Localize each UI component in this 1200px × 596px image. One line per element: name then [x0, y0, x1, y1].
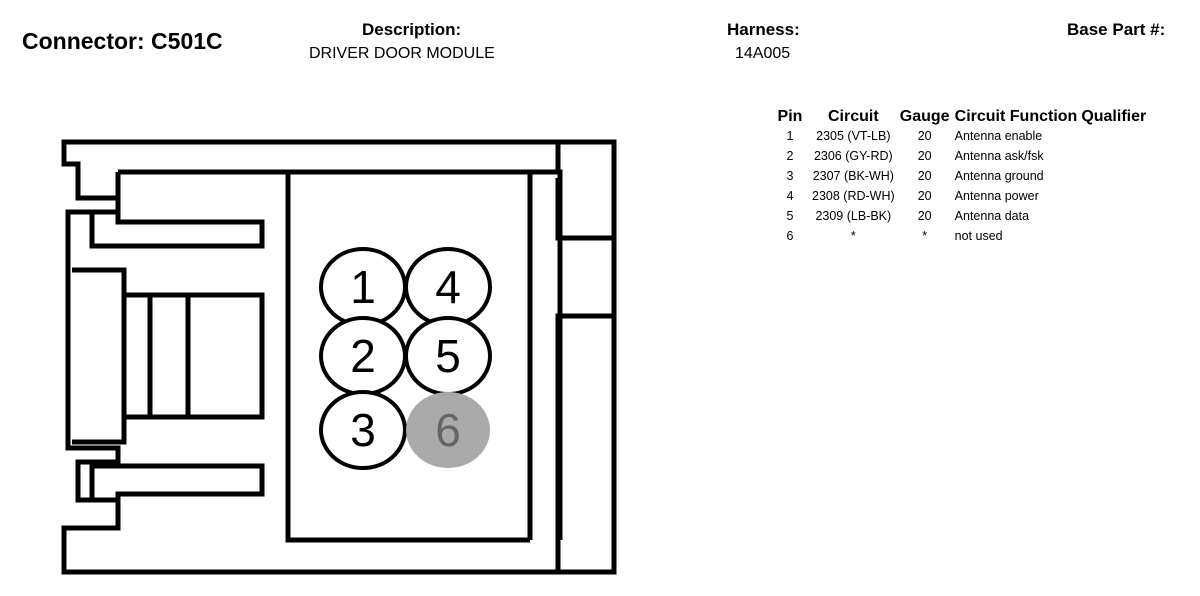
row-function: Antenna ground: [954, 169, 1044, 183]
description-label: Description:: [362, 20, 462, 39]
header-pin: Pin: [777, 108, 803, 125]
row-pin: 6: [786, 229, 794, 243]
description-value: DRIVER DOOR MODULE: [309, 45, 495, 62]
row-circuit: 2306 (GY-RD): [813, 149, 893, 163]
row-circuit: 2307 (BK-WH): [812, 169, 894, 183]
header-circuit-function: Circuit Function: [954, 108, 1078, 125]
row-function: Antenna power: [954, 189, 1039, 203]
harness-value: 14A005: [735, 45, 791, 62]
left-slot-block: [72, 267, 127, 445]
row-gauge: 20: [917, 189, 932, 203]
pin-cavity-3: 3: [319, 390, 407, 470]
base-part-label: Base Part #:: [1067, 20, 1166, 39]
pin-cavity-5: 5: [404, 316, 492, 396]
row-circuit: 2309 (LB-BK): [815, 209, 892, 223]
row-pin: 5: [786, 209, 794, 223]
row-function: Antenna data: [954, 209, 1030, 223]
table-row: 5 2309 (LB-BK) 20 Antenna data: [770, 206, 1148, 226]
row-pin: 3: [786, 169, 794, 183]
harness-label: Harness:: [727, 20, 800, 39]
pin-label: 2: [350, 330, 376, 382]
top-inner-ledge: [118, 142, 561, 175]
pin-circle: [406, 392, 490, 468]
lower-latch-arm: [89, 463, 265, 528]
pin-cavity-6: 6: [406, 392, 490, 468]
row-gauge: 20: [917, 129, 932, 143]
pin-label: 4: [435, 261, 461, 313]
row-gauge: *: [922, 229, 928, 243]
housing-outline: [61, 139, 617, 575]
table-row: 2 2306 (GY-RD) 20 Antenna ask/fsk: [770, 146, 1148, 166]
right-notch: [555, 178, 614, 572]
row-circuit: 2305 (VT-LB): [816, 129, 891, 143]
row-function: Antenna enable: [954, 129, 1043, 143]
row-function: Antenna ask/fsk: [954, 149, 1044, 163]
table-row: 3 2307 (BK-WH) 20 Antenna ground: [770, 166, 1148, 186]
pin-cavity-2: 2: [319, 316, 407, 396]
row-gauge: 20: [917, 169, 932, 183]
header-gauge: Gauge: [899, 108, 950, 125]
pin-circle: [319, 390, 407, 470]
connector-housing: [61, 139, 617, 575]
pin-table-header: Pin Circuit Gauge Circuit Function Quali…: [770, 108, 1148, 126]
pin-cavity-4: 4: [404, 247, 492, 327]
pin-label: 1: [350, 261, 376, 313]
table-row: 6 * * not used: [770, 226, 1148, 246]
upper-latch-arm: [89, 172, 265, 249]
connector-title: Connector: C501C: [22, 28, 223, 54]
row-pin: 1: [786, 129, 794, 143]
header-qualifier: Qualifier: [1081, 108, 1147, 125]
pin-table: Pin Circuit Gauge Circuit Function Quali…: [770, 108, 1148, 246]
center-latch-block: [121, 292, 265, 420]
pin-label: 3: [350, 404, 376, 456]
row-gauge: 20: [917, 209, 932, 223]
row-function: not used: [954, 229, 1003, 243]
cavity-left-wall: [285, 172, 530, 543]
pin-layer: 1 4 2 5 3 6: [319, 247, 492, 470]
pin-label: 5: [435, 330, 461, 382]
row-pin: 2: [786, 149, 794, 163]
table-row: 1 2305 (VT-LB) 20 Antenna enable: [770, 126, 1148, 146]
row-gauge: 20: [917, 149, 932, 163]
row-pin: 4: [786, 189, 794, 203]
row-circuit: *: [850, 229, 856, 243]
header-circuit: Circuit: [827, 108, 879, 125]
pin-cavity-1: 1: [319, 247, 407, 327]
row-circuit: 2308 (RD-WH): [812, 189, 895, 203]
pin-label: 6: [435, 404, 461, 456]
table-row: 4 2308 (RD-WH) 20 Antenna power: [770, 186, 1148, 206]
